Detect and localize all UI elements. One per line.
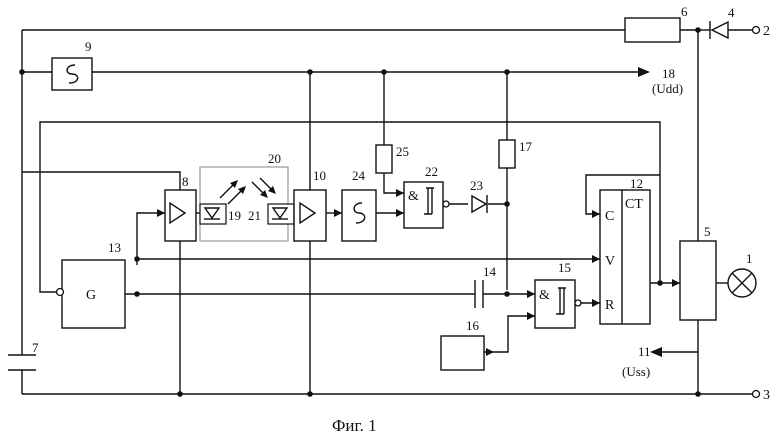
svg-text:21: 21 xyxy=(248,208,261,223)
component-19-led: 19 xyxy=(199,203,241,225)
svg-text:4: 4 xyxy=(728,5,735,20)
svg-text:9: 9 xyxy=(85,39,92,54)
svg-text:5: 5 xyxy=(704,224,711,239)
input-arrowhead-15b xyxy=(527,312,535,320)
component-20-optocoupler: 20 xyxy=(199,151,289,242)
svg-text:18: 18 xyxy=(662,66,675,81)
terminal-3-label: 3 xyxy=(763,388,770,403)
input-arrowhead-22b xyxy=(396,209,404,217)
input-arrowhead-24 xyxy=(334,209,342,217)
svg-text:14: 14 xyxy=(483,264,497,279)
input-arrowhead-r xyxy=(592,299,600,307)
input-arrowhead-v xyxy=(592,255,600,263)
svg-text:6: 6 xyxy=(681,4,688,19)
component-24-delay: 24 xyxy=(341,168,377,242)
svg-text:&: & xyxy=(539,288,550,303)
input-arrowhead-c xyxy=(592,210,600,218)
svg-text:12: 12 xyxy=(630,176,643,191)
svg-text:10: 10 xyxy=(313,168,326,183)
svg-text:(Udd): (Udd) xyxy=(652,81,683,96)
component-1-lamp: 1 xyxy=(727,251,757,298)
svg-text:15: 15 xyxy=(558,260,571,275)
terminal-3: 3 xyxy=(751,388,770,403)
svg-text:20: 20 xyxy=(268,151,281,166)
input-arrowhead-5 xyxy=(672,279,680,287)
component-4-diode: 4 xyxy=(709,5,735,40)
svg-text:7: 7 xyxy=(32,340,39,355)
svg-text:V: V xyxy=(605,254,615,269)
component-8-driver: 8 xyxy=(164,174,197,242)
junctions xyxy=(19,27,701,397)
inverted-input-bubble xyxy=(55,287,65,297)
component-6-resistor: 6 xyxy=(624,4,688,43)
svg-text:8: 8 xyxy=(182,174,189,189)
component-22-gate: & 22 xyxy=(403,164,450,229)
svg-text:23: 23 xyxy=(470,178,483,193)
component-17-resistor: 17 xyxy=(498,139,533,169)
svg-text:CT: CT xyxy=(625,197,643,212)
svg-text:17: 17 xyxy=(519,139,533,154)
svg-text:19: 19 xyxy=(228,208,241,223)
svg-text:(Uss): (Uss) xyxy=(622,364,650,379)
component-12-counter: C CT V R 12 xyxy=(599,176,651,325)
output-11-uss: 11 (Uss) xyxy=(622,344,651,379)
output-18-udd: 18 (Udd) xyxy=(652,66,683,96)
svg-text:25: 25 xyxy=(396,144,409,159)
svg-text:16: 16 xyxy=(466,318,480,333)
component-23-diode: 23 xyxy=(470,178,488,214)
component-5-switch: 5 xyxy=(679,224,717,321)
component-21-photodiode: 21 xyxy=(248,203,295,225)
udd-arrowhead xyxy=(638,67,650,77)
terminal-2-label: 2 xyxy=(763,24,770,39)
input-arrowhead-8 xyxy=(157,209,165,217)
svg-text:1: 1 xyxy=(746,251,753,266)
component-14-capacitor: 14 xyxy=(474,264,497,308)
input-arrowhead-22a xyxy=(396,189,404,197)
svg-text:11: 11 xyxy=(638,344,651,359)
output-arrowhead-16 xyxy=(486,348,494,356)
component-13-generator: G 13 xyxy=(55,240,126,329)
terminal-2: 2 xyxy=(751,24,770,39)
svg-text:&: & xyxy=(408,189,419,204)
component-16-block: 16 xyxy=(440,318,485,371)
uss-arrowhead xyxy=(650,347,662,357)
component-9-delay: 9 xyxy=(51,39,93,91)
svg-text:24: 24 xyxy=(352,168,366,183)
figure-caption: Фиг. 1 xyxy=(332,416,377,435)
arrows xyxy=(157,67,680,357)
component-25-resistor: 25 xyxy=(375,144,409,174)
svg-text:R: R xyxy=(605,298,615,313)
wiring xyxy=(21,29,752,395)
input-arrowhead-15a xyxy=(527,290,535,298)
svg-text:G: G xyxy=(86,288,96,303)
svg-text:13: 13 xyxy=(108,240,121,255)
component-10-receiver: 10 xyxy=(293,168,327,242)
svg-text:22: 22 xyxy=(425,164,438,179)
svg-text:C: C xyxy=(605,209,614,224)
component-7-capacitor: 7 xyxy=(8,340,39,371)
component-15-gate: & 15 xyxy=(534,260,582,329)
